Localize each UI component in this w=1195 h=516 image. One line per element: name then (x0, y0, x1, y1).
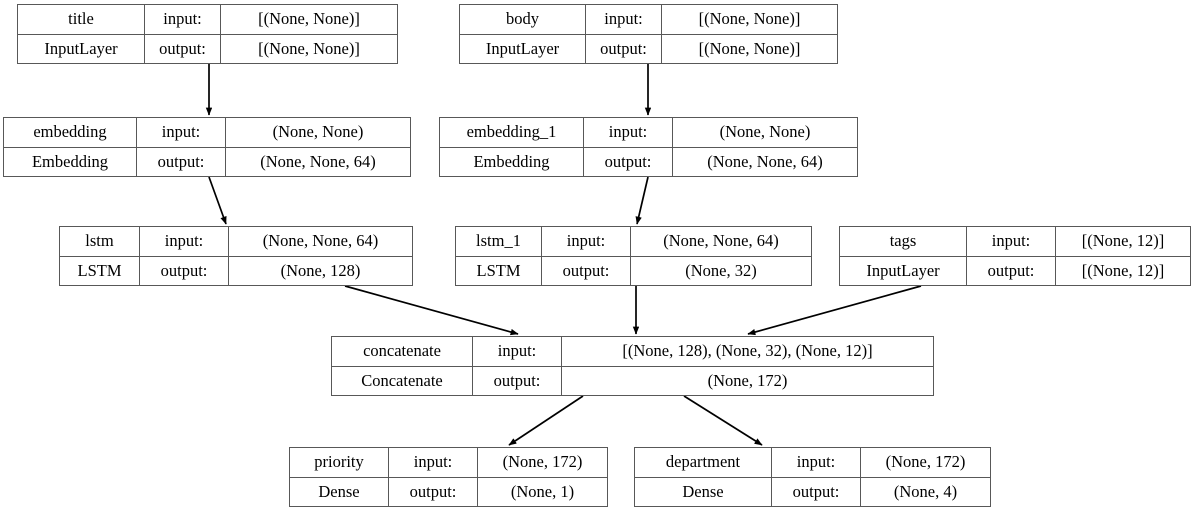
edge-lstm-to-concatenate (344, 285, 519, 336)
node-embedding-1-input-label: input: (584, 118, 673, 147)
node-lstm-1-output-label: output: (542, 256, 631, 285)
edge-embedding-to-lstm (208, 176, 227, 225)
edge-embedding-1-to-lstm-1 (635, 176, 649, 225)
node-lstm-1-input-row: lstm_1 input: (None, None, 64) (456, 227, 811, 257)
node-lstm-class: LSTM (60, 256, 140, 285)
node-title-output-label: output: (145, 34, 221, 63)
node-tags[interactable]: tags input: [(None, 12)] InputLayer outp… (839, 226, 1191, 286)
node-body-output-label: output: (586, 34, 662, 63)
edge-tags-to-concatenate (747, 285, 922, 336)
node-lstm-1-class: LSTM (456, 256, 542, 285)
node-lstm-input-row: lstm input: (None, None, 64) (60, 227, 412, 257)
node-embedding-input-label: input: (137, 118, 226, 147)
node-department-output-label: output: (772, 477, 861, 506)
node-lstm[interactable]: lstm input: (None, None, 64) LSTM output… (59, 226, 413, 286)
node-lstm-1-output-shape: (None, 32) (685, 260, 757, 280)
node-embedding-1[interactable]: embedding_1 input: (None, None) Embeddin… (439, 117, 858, 177)
node-tags-class: InputLayer (840, 256, 967, 285)
node-concatenate-input-row: concatenate input: [(None, 128), (None, … (332, 337, 933, 367)
node-concatenate-output-label: output: (473, 366, 562, 395)
node-lstm-1-output-row: LSTM output: (None, 32) (456, 256, 811, 285)
node-embedding-1-input-row: embedding_1 input: (None, None) (440, 118, 857, 148)
node-embedding-output-label: output: (137, 147, 226, 176)
node-tags-input-label: input: (967, 227, 1056, 256)
node-department-class: Dense (635, 477, 772, 506)
node-department-output-row: Dense output: (None, 4) (635, 477, 990, 506)
node-priority-name: priority (290, 448, 389, 477)
node-body-input-row: body input: [(None, None)] (460, 5, 837, 35)
node-embedding-input-row: embedding input: (None, None) (4, 118, 410, 148)
node-concatenate-class: Concatenate (332, 366, 473, 395)
node-lstm-output-shape: (None, 128) (280, 260, 361, 280)
node-priority-input-label: input: (389, 448, 478, 477)
node-body-name: body (460, 5, 586, 34)
node-lstm-output-label: output: (140, 256, 229, 285)
node-title-input-row: title input: [(None, None)] (18, 5, 397, 35)
node-body-output-row: InputLayer output: [(None, None)] (460, 34, 837, 63)
node-title[interactable]: title input: [(None, None)] InputLayer o… (17, 4, 398, 64)
node-concatenate-input-label: input: (473, 337, 562, 366)
node-title-class: InputLayer (18, 34, 145, 63)
node-tags-output-row: InputLayer output: [(None, 12)] (840, 256, 1190, 285)
node-title-output-row: InputLayer output: [(None, None)] (18, 34, 397, 63)
node-embedding-output-row: Embedding output: (None, None, 64) (4, 147, 410, 176)
node-embedding-1-output-row: Embedding output: (None, None, 64) (440, 147, 857, 176)
node-department-input-row: department input: (None, 172) (635, 448, 990, 478)
node-title-input-shape: [(None, None)] (258, 9, 360, 28)
node-body-class: InputLayer (460, 34, 586, 63)
node-tags-input-shape: [(None, 12)] (1081, 231, 1165, 250)
node-concatenate-input-shape: [(None, 128), (None, 32), (None, 12)] (622, 341, 873, 360)
node-concatenate-name: concatenate (332, 337, 473, 366)
node-lstm-output-row: LSTM output: (None, 128) (60, 256, 412, 285)
node-embedding-1-class: Embedding (440, 147, 584, 176)
node-embedding-1-name: embedding_1 (440, 118, 584, 147)
node-department-input-shape: (None, 172) (885, 452, 966, 471)
node-lstm-input-label: input: (140, 227, 229, 256)
node-lstm-1[interactable]: lstm_1 input: (None, None, 64) LSTM outp… (455, 226, 812, 286)
node-title-input-label: input: (145, 5, 221, 34)
node-priority-input-row: priority input: (None, 172) (290, 448, 607, 478)
node-body[interactable]: body input: [(None, None)] InputLayer ou… (459, 4, 838, 64)
node-body-input-shape: [(None, None)] (698, 9, 801, 28)
node-priority-output-row: Dense output: (None, 1) (290, 477, 607, 506)
node-embedding-1-output-shape: (None, None, 64) (707, 151, 823, 171)
node-department-name: department (635, 448, 772, 477)
node-lstm-name: lstm (60, 227, 140, 256)
node-concatenate-output-shape: (None, 172) (707, 370, 788, 390)
node-priority[interactable]: priority input: (None, 172) Dense output… (289, 447, 608, 507)
node-priority-output-shape: (None, 1) (510, 481, 575, 501)
node-tags-input-row: tags input: [(None, 12)] (840, 227, 1190, 257)
node-priority-output-label: output: (389, 477, 478, 506)
node-tags-name: tags (840, 227, 967, 256)
node-lstm-1-input-shape: (None, None, 64) (663, 231, 779, 250)
node-title-output-shape: [(None, None)] (258, 38, 360, 58)
node-department[interactable]: department input: (None, 172) Dense outp… (634, 447, 991, 507)
node-embedding-name: embedding (4, 118, 137, 147)
node-concatenate-output-row: Concatenate output: (None, 172) (332, 366, 933, 395)
edge-concatenate-to-department (683, 395, 763, 446)
node-body-input-label: input: (586, 5, 662, 34)
node-department-input-label: input: (772, 448, 861, 477)
node-embedding-1-output-label: output: (584, 147, 673, 176)
node-lstm-input-shape: (None, None, 64) (262, 231, 379, 250)
node-tags-output-shape: [(None, 12)] (1081, 260, 1165, 280)
node-concatenate[interactable]: concatenate input: [(None, 128), (None, … (331, 336, 934, 396)
node-embedding-input-shape: (None, None) (272, 122, 364, 141)
node-priority-input-shape: (None, 172) (502, 452, 583, 471)
node-tags-output-label: output: (967, 256, 1056, 285)
node-embedding-1-input-shape: (None, None) (719, 122, 811, 141)
node-title-name: title (18, 5, 145, 34)
node-department-output-shape: (None, 4) (893, 481, 958, 501)
node-body-output-shape: [(None, None)] (698, 38, 801, 58)
node-embedding-class: Embedding (4, 147, 137, 176)
node-embedding[interactable]: embedding input: (None, None) Embedding … (3, 117, 411, 177)
node-priority-class: Dense (290, 477, 389, 506)
edge-concatenate-to-priority (508, 395, 584, 446)
node-lstm-1-input-label: input: (542, 227, 631, 256)
node-lstm-1-name: lstm_1 (456, 227, 542, 256)
node-embedding-output-shape: (None, None, 64) (260, 151, 376, 171)
